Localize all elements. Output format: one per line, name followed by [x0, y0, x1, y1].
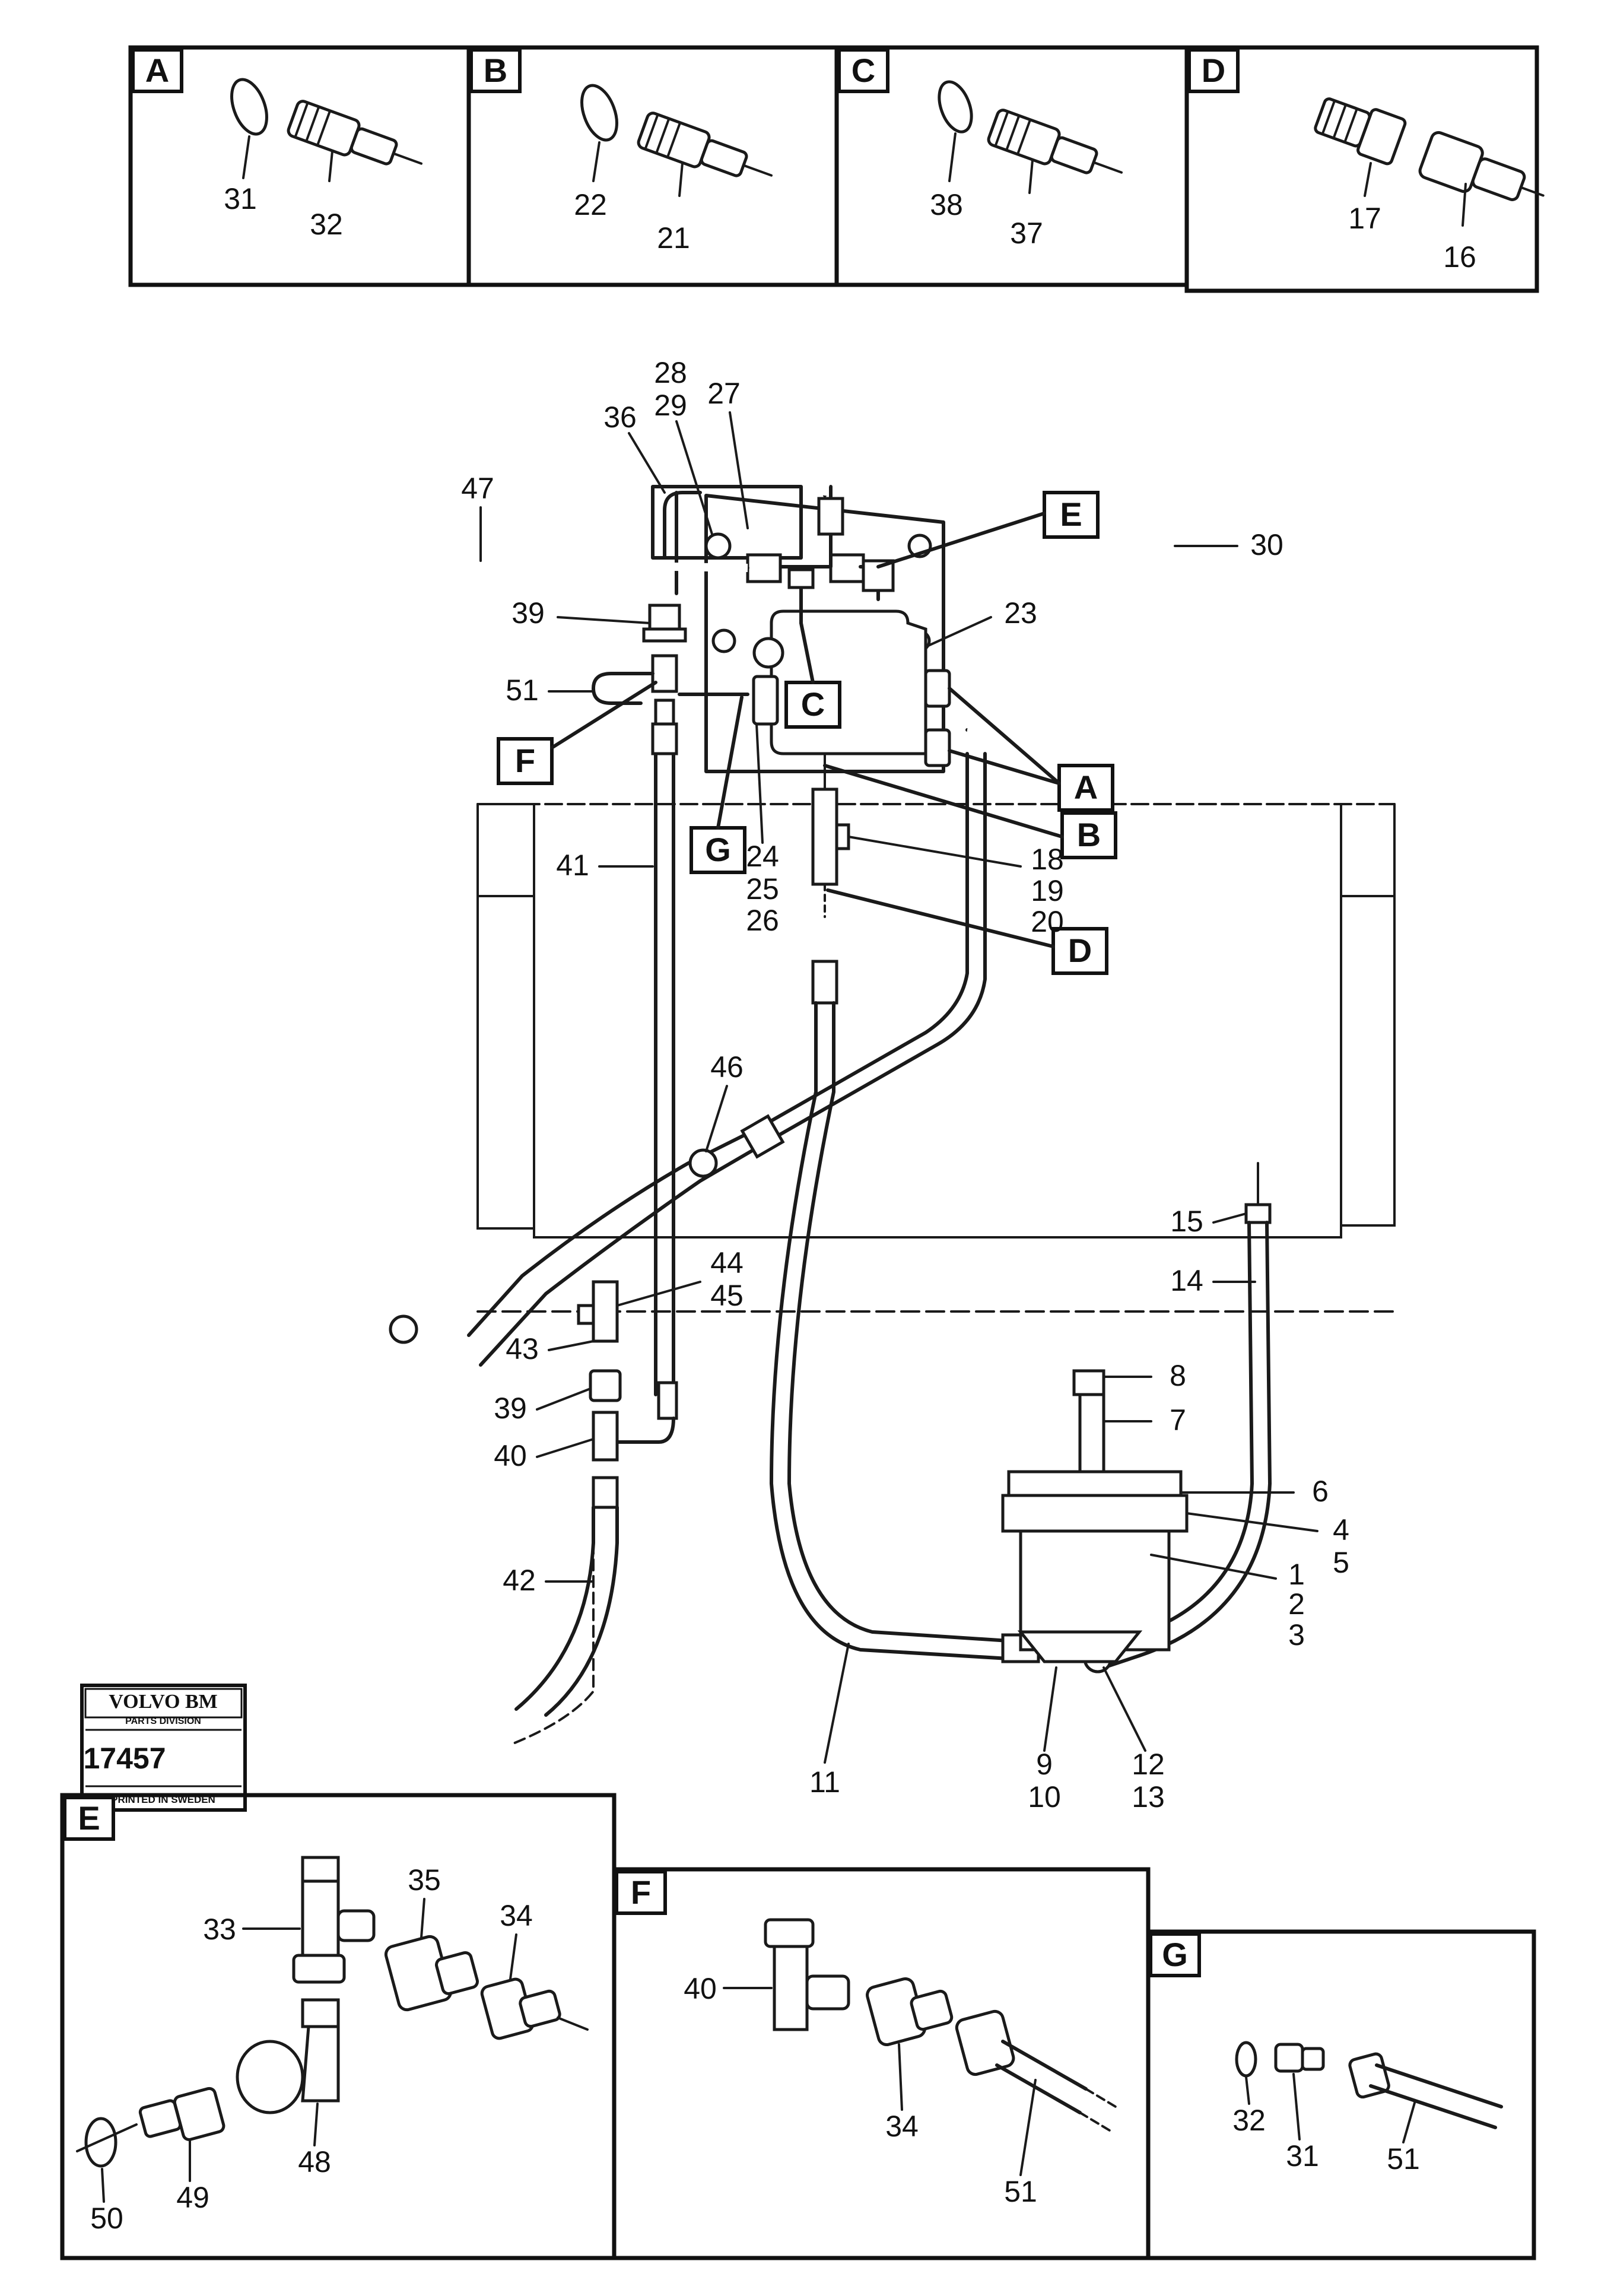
- detail-box-b: B 22 21: [466, 45, 839, 287]
- label-a-32: 32: [310, 208, 343, 241]
- label-6: 6: [1312, 1475, 1329, 1508]
- detail-letter-f: F: [631, 1873, 651, 1911]
- label-20: 20: [1031, 905, 1064, 938]
- label-g-51: 51: [1387, 2142, 1420, 2176]
- leader-lines: [479, 411, 1318, 1764]
- callout-b: B: [823, 764, 1117, 859]
- label-f-34: 34: [885, 2110, 919, 2143]
- fuel-line-11: [770, 1001, 1011, 1660]
- label-39-bottom: 39: [494, 1392, 527, 1425]
- label-51: 51: [506, 674, 539, 707]
- label-39-top: 39: [511, 596, 545, 630]
- detail-letter-c: C: [852, 52, 875, 89]
- stamp-number: 17457: [83, 1742, 166, 1775]
- callout-f: F: [497, 681, 657, 785]
- label-7: 7: [1170, 1403, 1186, 1437]
- callout-a: A: [948, 687, 1114, 812]
- label-44: 44: [710, 1246, 744, 1279]
- callout-g: G: [690, 696, 746, 874]
- label-g-31: 31: [1286, 2139, 1319, 2173]
- label-d-17: 17: [1348, 202, 1381, 235]
- fuel-line-41: [654, 722, 675, 1396]
- label-5: 5: [1333, 1546, 1349, 1579]
- label-15: 15: [1170, 1205, 1203, 1238]
- label-1: 1: [1288, 1558, 1305, 1591]
- detail-box-f: F 40 34 51: [612, 1867, 1151, 2260]
- tank-outline: [476, 803, 1396, 1238]
- label-42: 42: [503, 1564, 536, 1597]
- fuel-line-42: [514, 1506, 619, 1717]
- label-43: 43: [506, 1332, 539, 1365]
- label-19: 19: [1031, 874, 1064, 907]
- label-e-50: 50: [90, 2202, 123, 2235]
- detail-letter-b: B: [484, 52, 507, 89]
- detail-letter-a: A: [145, 52, 169, 89]
- detail-box-a: A 31 32: [128, 45, 471, 287]
- label-11: 11: [809, 1765, 840, 1799]
- label-f-51: 51: [1004, 2175, 1037, 2208]
- label-f-40: 40: [684, 1972, 717, 2005]
- label-41: 41: [556, 849, 589, 882]
- stamp-division: PARTS DIVISION: [125, 1716, 201, 1726]
- label-2: 2: [1288, 1587, 1305, 1621]
- label-28: 28: [654, 356, 687, 389]
- label-a-31: 31: [224, 182, 257, 215]
- label-3: 3: [1288, 1618, 1305, 1652]
- label-24: 24: [746, 840, 779, 873]
- label-d-16: 16: [1443, 240, 1476, 274]
- label-26: 26: [746, 904, 779, 937]
- label-c-37: 37: [1010, 217, 1043, 250]
- label-g-32: 32: [1232, 2104, 1266, 2137]
- svg-text:A: A: [1074, 768, 1098, 806]
- main-labels: 28 29 27 36 47 30 39 23 51 41 24 25 26 1…: [461, 356, 1349, 1814]
- main-assembly: [380, 350, 1396, 1746]
- label-29: 29: [654, 389, 687, 422]
- label-e-49: 49: [176, 2181, 209, 2214]
- label-10: 10: [1028, 1780, 1061, 1814]
- label-45: 45: [710, 1279, 744, 1312]
- label-e-34: 34: [500, 1899, 533, 1932]
- detail-letter-d: D: [1202, 52, 1225, 89]
- svg-text:F: F: [515, 742, 535, 779]
- label-8: 8: [1170, 1359, 1186, 1392]
- label-25: 25: [746, 872, 779, 906]
- label-47: 47: [461, 472, 494, 505]
- detail-letter-g: G: [1162, 1936, 1188, 1973]
- label-9: 9: [1036, 1748, 1053, 1781]
- callout-e: E: [876, 491, 1100, 569]
- label-e-48: 48: [298, 2145, 331, 2178]
- label-23: 23: [1004, 596, 1037, 630]
- label-14: 14: [1170, 1264, 1203, 1297]
- label-18: 18: [1031, 843, 1064, 876]
- detail-box-g: G 32 31 51: [1146, 1929, 1536, 2260]
- label-e-33: 33: [203, 1913, 236, 1946]
- label-b-22: 22: [574, 188, 607, 221]
- label-36: 36: [603, 401, 637, 434]
- label-46: 46: [710, 1050, 744, 1084]
- svg-text:D: D: [1068, 932, 1092, 969]
- detail-box-d: D 17 16: [1184, 45, 1545, 293]
- svg-text:E: E: [1060, 496, 1082, 533]
- svg-text:G: G: [705, 831, 731, 868]
- svg-text:B: B: [1077, 816, 1101, 853]
- label-12: 12: [1132, 1748, 1165, 1781]
- label-e-35: 35: [408, 1863, 441, 1897]
- stamp-brand: VOLVO BM: [109, 1691, 217, 1713]
- label-40: 40: [494, 1439, 527, 1472]
- callout-d: D: [826, 888, 1108, 975]
- fuel-line-47: [383, 562, 749, 1325]
- svg-text:C: C: [801, 685, 825, 723]
- detail-box-e: E 33 35 34 50 49 48: [60, 1793, 617, 2260]
- label-27: 27: [707, 377, 741, 410]
- detail-box-c: C 38 37: [834, 45, 1189, 287]
- label-c-38: 38: [930, 188, 963, 221]
- detail-letter-e: E: [78, 1799, 100, 1837]
- label-b-21: 21: [657, 221, 690, 255]
- label-4: 4: [1333, 1513, 1349, 1546]
- callout-c: C: [784, 621, 841, 729]
- volvo-bm-stamp: VOLVO BM PARTS DIVISION 17457 PRINTED IN…: [80, 1684, 247, 1812]
- label-30: 30: [1250, 528, 1283, 561]
- label-13: 13: [1132, 1780, 1165, 1814]
